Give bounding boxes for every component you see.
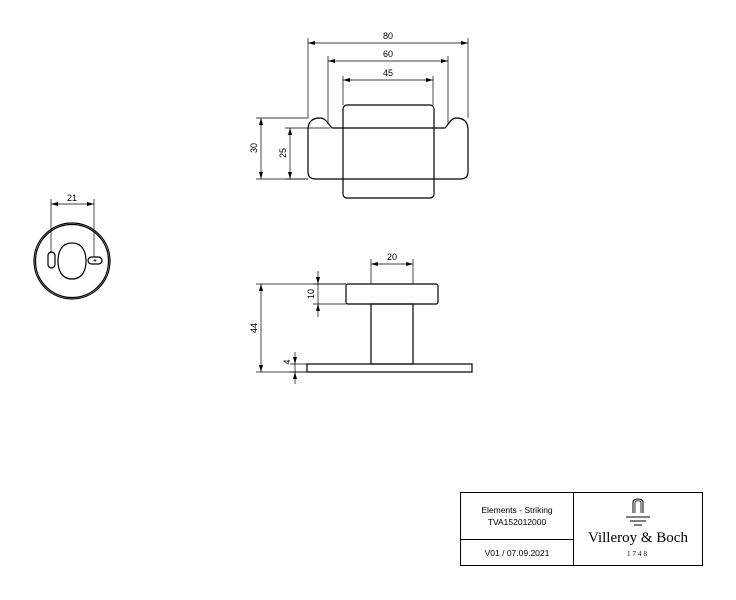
- right-slot: [87, 256, 103, 265]
- keyhole-slot: [57, 242, 87, 280]
- dim-21-label: 21: [67, 193, 77, 203]
- brand-name: Villeroy & Boch: [588, 530, 688, 546]
- side-cap: [345, 283, 439, 305]
- side-post: [370, 303, 414, 365]
- round-plate-outer: [33, 222, 111, 300]
- brand-logo: Villeroy & Boch 1748: [574, 493, 702, 565]
- dim-60-label: 60: [383, 49, 393, 59]
- title-block-description: Elements - Striking TVA152012000: [461, 493, 573, 540]
- dim-44-label: 44: [249, 323, 259, 333]
- top-back-plate: [342, 104, 435, 199]
- dim-20-label: 20: [387, 252, 397, 262]
- title-block-info: Elements - Striking TVA152012000 V01 / 0…: [461, 493, 574, 565]
- article-number: TVA152012000: [487, 517, 547, 527]
- dim-30-label: 30: [249, 143, 259, 153]
- product-line: Elements - Striking: [481, 505, 553, 515]
- top-hook-body: [307, 117, 469, 180]
- dim-10-label: 10: [306, 289, 316, 299]
- dim-45-label: 45: [383, 68, 393, 78]
- dim-4-label: 4: [282, 359, 292, 364]
- round-view: 21: [33, 193, 111, 300]
- dim-25-label: 25: [278, 148, 288, 158]
- brand-year: 1748: [627, 550, 649, 558]
- left-slot: [47, 251, 56, 269]
- faucet-logo-icon: [626, 498, 650, 526]
- version-date: V01 / 07.09.2021: [484, 547, 550, 558]
- title-block: Elements - Striking TVA152012000 V01 / 0…: [460, 492, 703, 566]
- side-base-plate: [306, 363, 473, 373]
- side-view: 20 10 44 4: [249, 252, 473, 384]
- top-view: 80 60 45 30 25: [249, 31, 469, 199]
- dim-80-label: 80: [383, 31, 393, 41]
- round-plate-inner: [34, 223, 110, 299]
